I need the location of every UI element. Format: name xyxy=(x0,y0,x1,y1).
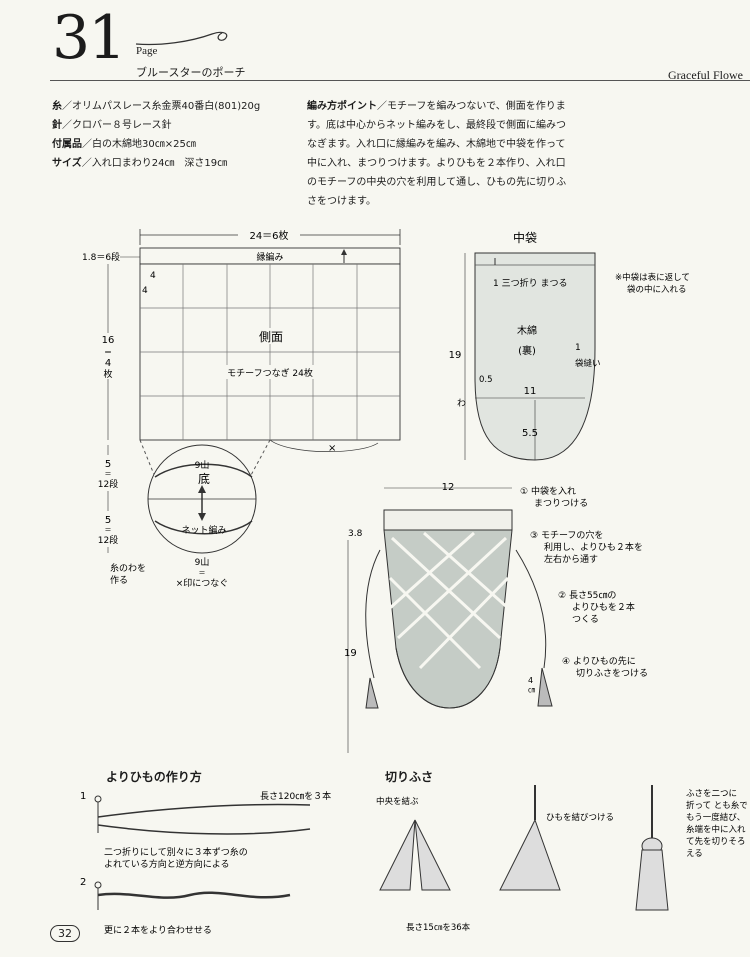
svg-text:袋の中に入れる: 袋の中に入れる xyxy=(627,284,687,295)
svg-text:枚: 枚 xyxy=(103,368,112,380)
svg-text:作る: 作る xyxy=(110,574,128,586)
cord-diagram: 1 長さ120㎝を３本 二つ折りにして別々に３本ずつ糸の よれている方向と逆方向… xyxy=(80,790,331,936)
svg-text:切りふさをつける: 切りふさをつける xyxy=(576,668,648,679)
pattern-title: ブルースターのポーチ xyxy=(136,66,246,79)
edge-height: 1.8＝6段 xyxy=(82,251,120,263)
cord-note: 二つ折りにして別々に３本ずつ糸の xyxy=(104,846,248,858)
step-3: ③ モチーフの穴を xyxy=(530,529,603,541)
loop-note: 糸のわを xyxy=(110,562,146,574)
motif-count-label: モチーフつなぎ 24枚 xyxy=(227,367,313,379)
svg-text:＝: ＝ xyxy=(104,348,112,357)
inner-dim-4b: 4 xyxy=(142,286,148,296)
running-head: Graceful Flowe xyxy=(668,68,743,82)
cord-section-title: よりひもの作り方 xyxy=(106,770,202,784)
cord-length: 長さ120㎝を３本 xyxy=(260,790,331,802)
title-rule xyxy=(50,80,750,81)
seam-label: 袋縫い xyxy=(575,358,601,369)
finished-height: 19 xyxy=(344,648,357,659)
svg-text:折って とも糸で: 折って とも糸で xyxy=(686,800,748,811)
svg-text:2: 2 xyxy=(80,877,86,888)
svg-text:える: える xyxy=(686,849,703,859)
svg-text:5: 5 xyxy=(105,515,111,526)
base-bottom-pleat: 9山 xyxy=(195,557,210,568)
inner-dim-4a: 4 xyxy=(150,271,156,281)
top-height: 3.8 xyxy=(348,529,363,539)
fold-label: 1 三つ折り まつる xyxy=(493,277,567,289)
svg-text:12段: 12段 xyxy=(98,534,118,546)
fold-mark: わ xyxy=(457,398,466,409)
inner-bag-diagram: 中袋 1 三つ折り まつる ※中袋は表に返して 袋の中に入れる 木綿 (裏) 1… xyxy=(449,230,690,461)
margin-label: 0.5 xyxy=(479,375,493,385)
svg-text:利用し、よりひも２本を: 利用し、よりひも２本を xyxy=(544,541,643,553)
svg-text:糸端を中に入れ: 糸端を中に入れ xyxy=(686,824,746,835)
svg-text:て先を切りそろ: て先を切りそろ xyxy=(686,836,746,847)
svg-text:よりひもを２本: よりひもを２本 xyxy=(572,601,635,613)
inner-bag-title: 中袋 xyxy=(513,230,537,245)
step-1: ① 中袋を入れ xyxy=(520,485,576,497)
svg-text:1: 1 xyxy=(80,791,86,802)
inner-bag-note: ※中袋は表に返して xyxy=(615,272,690,283)
inner-bag-height: 19 xyxy=(449,350,462,361)
inner-bag-bottom: 5.5 xyxy=(522,428,538,439)
cord-twist-note: 更に２本をより合わせせる xyxy=(104,924,212,936)
tassel-tie-center: 中央を結ぶ xyxy=(376,796,419,807)
material-row: 付属品／白の木綿地30㎝×25㎝ xyxy=(52,139,196,150)
svg-text:＝: ＝ xyxy=(105,526,112,534)
tassel-length: 4 xyxy=(528,676,533,685)
material-row: 糸／オリムパスレース糸金票40番白(801)20g xyxy=(52,101,261,112)
svg-text:もう一度結び、: もう一度結び、 xyxy=(686,812,745,823)
tassel-length-note: 長さ15㎝を36本 xyxy=(406,922,471,933)
svg-text:5: 5 xyxy=(105,459,111,470)
decorative-swash xyxy=(135,31,228,46)
knitting-tips: 編み方ポイント／モチーフを編みつないで、側面を作ります。底は中心からネット編みを… xyxy=(307,101,567,207)
side-label: 側面 xyxy=(259,330,283,344)
page-number: 32 xyxy=(50,925,80,942)
height-value: 16 xyxy=(102,335,115,346)
materials-list: 糸／オリムパスレース糸金票40番白(801)20g 針／クロバー８号レース針 付… xyxy=(52,97,260,173)
svg-text:左右から通す: 左右から通す xyxy=(544,553,598,565)
finished-pouch-diagram: 12 3.8 19 4 ㎝ ① 中袋を入れ まつりつける ③ モチーフの穴を 利… xyxy=(344,482,648,753)
svg-text:よれている方向と逆方向による: よれている方向と逆方向による xyxy=(104,858,229,870)
finished-width: 12 xyxy=(442,482,455,493)
side-panel-diagram: 24＝6枚 縁編み 1.8＝6段 4 4 側面 モチーフつなぎ 24枚 16 ＝… xyxy=(82,228,401,589)
join-x-mark: × xyxy=(328,443,336,454)
tassel-fold-note: ふさを二つに xyxy=(686,789,737,799)
svg-text:4: 4 xyxy=(105,358,111,369)
base-label: 底 xyxy=(198,471,210,486)
join-note: ×印につなぐ xyxy=(176,577,229,589)
page-label: Page xyxy=(136,45,158,57)
material-row: サイズ／入れ口まわり24㎝ 深さ19㎝ xyxy=(52,158,228,169)
page-number-large: 31 xyxy=(52,3,126,73)
svg-text:＝: ＝ xyxy=(199,569,206,577)
svg-text:つくる: つくる xyxy=(572,614,599,625)
tassel-tie-cord: ひもを結びつける xyxy=(546,812,614,823)
svg-text:まつりつける: まつりつける xyxy=(534,498,588,509)
seam-number: 1 xyxy=(575,343,581,353)
svg-text:㎝: ㎝ xyxy=(528,686,535,694)
edge-label: 縁編み xyxy=(256,251,283,263)
width-label: 24＝6枚 xyxy=(249,229,288,242)
base-top-pleat: 9山 xyxy=(195,460,210,471)
svg-text:＝: ＝ xyxy=(105,470,112,478)
fabric-label: 木綿 xyxy=(517,324,537,337)
material-row: 針／クロバー８号レース針 xyxy=(52,120,172,131)
svg-text:(裏): (裏) xyxy=(518,344,536,357)
svg-text:12段: 12段 xyxy=(98,478,118,490)
tassel-diagram: 中央を結ぶ ひもを結びつける ふさを二つに 折って とも糸で もう一度結び、 糸… xyxy=(376,785,748,933)
step-4: ④ よりひもの先に xyxy=(562,655,636,667)
base-net-label: ネット編み xyxy=(181,524,226,536)
inner-bag-width: 11 xyxy=(524,386,537,397)
tassel-section-title: 切りふさ xyxy=(385,770,434,784)
step-2: ② 長さ55㎝の xyxy=(558,590,616,601)
